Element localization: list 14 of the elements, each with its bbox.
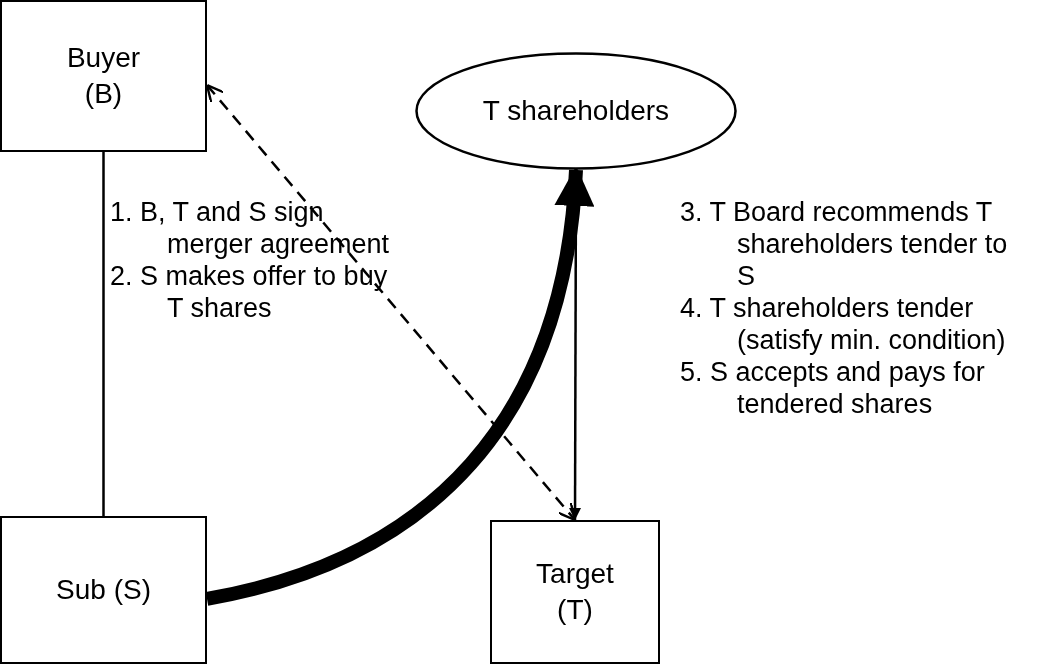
step-note: 3. T Board recommends T shareholders tender to S: [680, 196, 1009, 292]
node-label: Buyer (B): [65, 40, 142, 111]
node-label: Target (T): [535, 556, 615, 627]
step-note: 5. S accepts and pays for tendered shares: [680, 356, 986, 420]
node-label: T shareholders: [482, 93, 670, 128]
step-note: 2. S makes offer to buy T shares: [110, 260, 389, 324]
process-box: [0, 0, 207, 152]
process-box: [490, 520, 660, 664]
node-label: Sub (S): [56, 572, 151, 607]
connector-line: [102, 152, 105, 516]
process-box: [0, 516, 207, 664]
step-note: 1. B, T and S sign merger agreement: [110, 196, 391, 260]
ellipse-node: [415, 52, 737, 170]
step-note: 4. T shareholders tender (satisfy min. condition): [680, 292, 1007, 356]
